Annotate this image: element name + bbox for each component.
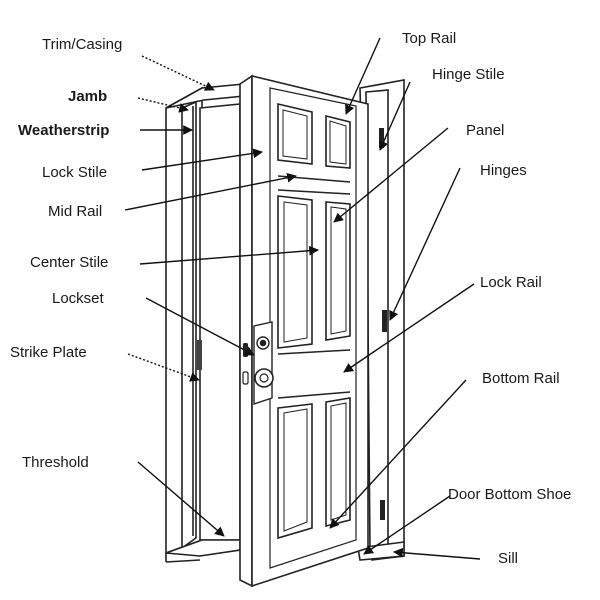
arrow-hinges	[389, 167, 461, 321]
label-door-bottom-shoe: Door Bottom Shoe	[448, 486, 572, 503]
arrow-trim-casing	[141, 55, 215, 91]
label-weatherstrip: Weatherstrip	[18, 122, 110, 139]
hinge-mid	[382, 310, 387, 332]
arrow-panel	[333, 127, 449, 223]
label-lock-rail: Lock Rail	[480, 274, 542, 291]
arrow-door-bottom-shoe	[363, 495, 451, 555]
panel-top-right	[325, 114, 351, 169]
hinge-top	[379, 128, 384, 148]
label-lock-stile: Lock Stile	[42, 164, 108, 181]
panel-bottom-right	[325, 397, 351, 528]
panel-top-left	[277, 102, 313, 165]
lockset-knob	[254, 368, 274, 388]
door-slab	[197, 74, 387, 588]
label-hinge-stile: Hinge Stile	[432, 66, 505, 83]
arrow-strike-plate	[127, 353, 200, 382]
arrow-bottom-rail	[329, 379, 467, 529]
panel-bottom-left	[277, 403, 313, 540]
arrow-mid-rail	[124, 172, 297, 211]
arrow-center-stile	[139, 245, 319, 265]
label-lockset: Lockset	[52, 290, 104, 307]
panel-mid-right	[325, 201, 351, 341]
arrow-lockset	[145, 297, 255, 356]
strike-plate-shape	[197, 340, 202, 370]
label-strike-plate: Strike Plate	[10, 344, 87, 361]
arrow-jamb	[137, 97, 189, 113]
label-panel: Panel	[466, 122, 505, 139]
arrow-sill	[393, 547, 481, 560]
panel-mid-left	[277, 195, 313, 349]
arrow-top-rail	[345, 37, 381, 115]
arrow-lock-stile	[141, 148, 263, 171]
arrow-threshold	[137, 461, 225, 537]
label-top-rail: Top Rail	[402, 30, 457, 47]
door-edge	[239, 74, 253, 588]
arrow-lock-rail	[343, 283, 475, 373]
door-inner-border	[269, 87, 357, 569]
label-bottom-rail: Bottom Rail	[482, 370, 560, 387]
label-jamb: Jamb	[68, 88, 108, 105]
label-sill: Sill	[498, 550, 519, 567]
arrow-hinge-stile	[379, 81, 411, 151]
label-hinges: Hinges	[480, 162, 527, 179]
label-threshold: Threshold	[22, 454, 89, 471]
leader-lines	[124, 37, 481, 560]
label-mid-rail: Mid Rail	[48, 203, 103, 220]
door-opening	[199, 103, 241, 541]
lockset-plate	[253, 321, 273, 405]
label-trim-casing: Trim/Casing	[42, 36, 123, 53]
hinge-bottom	[380, 500, 385, 520]
jamb-left	[181, 100, 197, 550]
label-center-stile: Center Stile	[30, 254, 109, 271]
